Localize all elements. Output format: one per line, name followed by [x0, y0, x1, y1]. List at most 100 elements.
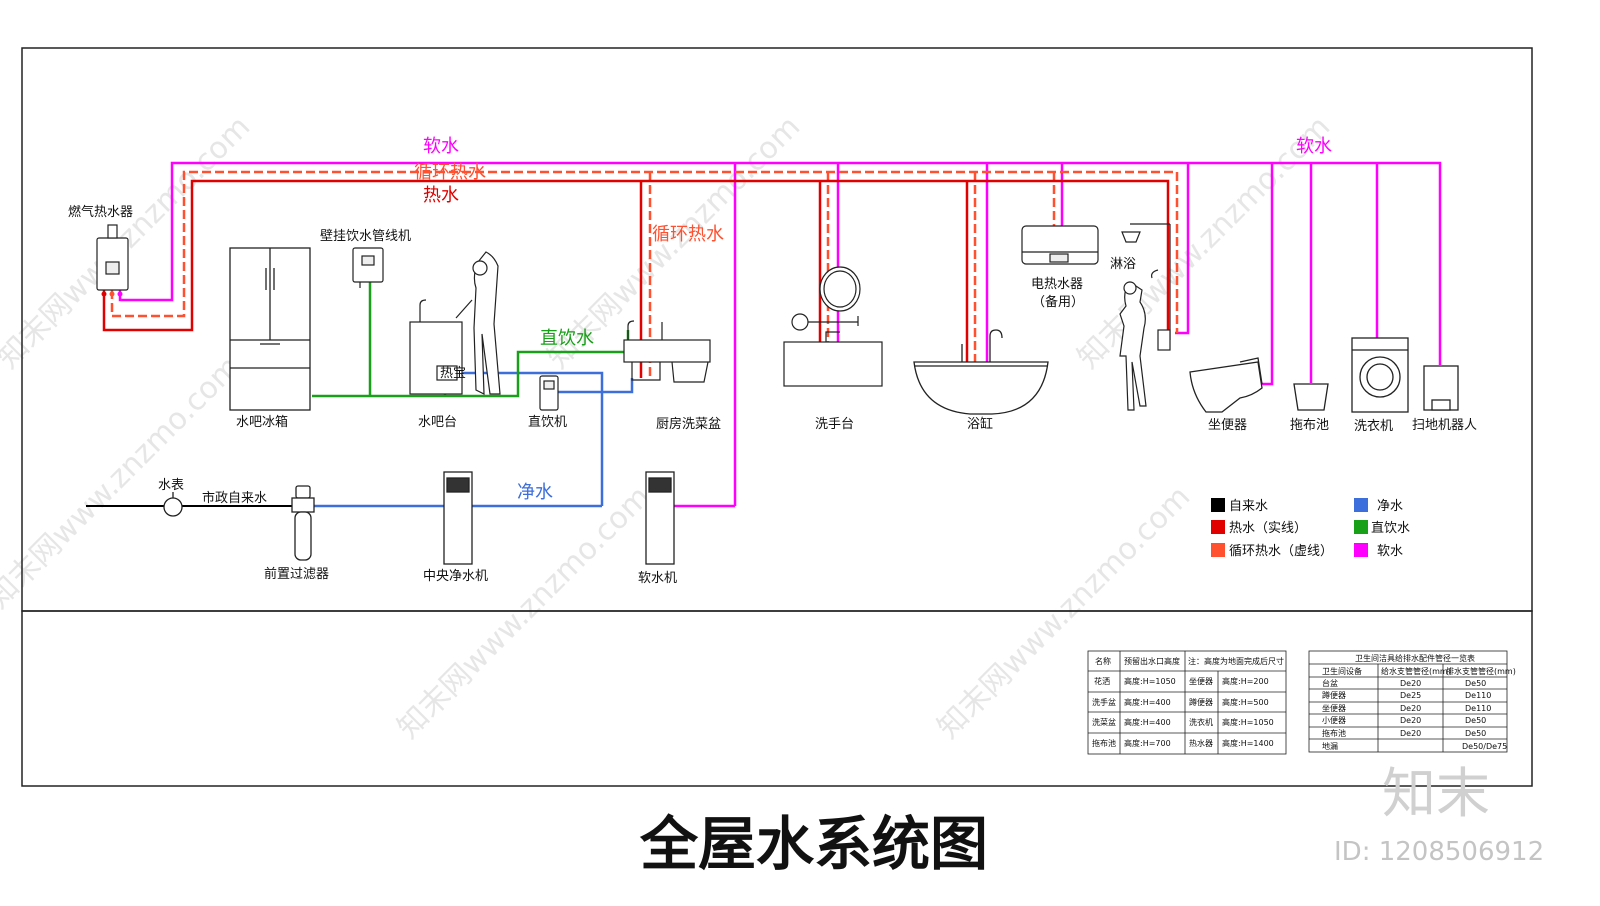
ht-r0c2: 坐便器: [1189, 676, 1213, 686]
legend: 自来水 净水 热水（实线） 直饮水 循环热水（虚线） 软水: [1211, 498, 1410, 559]
pure-to-kitchen: [602, 378, 634, 394]
label-wash-basin: 洗手台: [815, 417, 854, 432]
ht-r3c2: 热水器: [1189, 738, 1213, 748]
gas-heater: [96, 224, 129, 297]
ht-r3c1: 高度:H=700: [1124, 738, 1171, 748]
hot-treasure-label: 热宝: [440, 366, 466, 381]
ht-r2c1: 高度:H=400: [1124, 717, 1171, 727]
legend-swatch-circ: [1211, 543, 1225, 557]
label-wall-dispenser: 壁挂饮水管线机: [320, 229, 411, 244]
label-toilet: 坐便器: [1208, 418, 1247, 433]
ht-r1c1: 高度:H=400: [1124, 697, 1171, 707]
soft-main-loop: [118, 161, 1442, 365]
legend-swatch-direct: [1354, 520, 1368, 534]
pipe-table: [1308, 650, 1508, 753]
ht-r0c3: 高度:H=200: [1222, 676, 1269, 686]
ht-r1c0: 洗手盆: [1092, 697, 1116, 707]
legend-label-tap: 自来水: [1229, 499, 1268, 514]
wall-dispenser-icon: [352, 247, 384, 288]
label-direct: 直饮水: [540, 328, 594, 349]
hot-main-loop: [102, 179, 1170, 333]
label-central-purifier: 中央净水机: [423, 569, 488, 584]
pt-header-2: 排水支管管径(mm): [1446, 666, 1516, 676]
pt-r0c2: De50: [1465, 679, 1486, 688]
bar-counter-icon: [409, 251, 501, 395]
soft-drop-shower: [1175, 163, 1190, 335]
ht-r3c3: 高度:H=1400: [1222, 738, 1274, 748]
pt-header-1: 给水支管管径(mm): [1381, 666, 1451, 676]
label-direct-machine: 直饮机: [528, 415, 567, 430]
fridge-icon: [229, 247, 311, 411]
ht-r2c3: 高度:H=1050: [1222, 717, 1274, 727]
ht-r1c3: 高度:H=500: [1222, 697, 1269, 707]
ht-header-1: 预留出水口高度: [1124, 656, 1180, 666]
prefilter-icon: [291, 485, 315, 561]
pt-r1c0: 蹲便器: [1322, 690, 1346, 700]
washer-icon: [1351, 337, 1409, 413]
pt-r0c0: 台盆: [1322, 678, 1338, 688]
legend-swatch-soft: [1354, 543, 1368, 557]
central-purifier-icon: [443, 471, 473, 565]
label-prefilter: 前置过滤器: [264, 566, 329, 582]
label-meter: 水表: [158, 478, 184, 493]
direct-machine-icon: [539, 375, 559, 411]
legend-label-circ: 循环热水（虚线）: [1229, 544, 1333, 559]
toilet-icon: [1189, 357, 1263, 413]
electric-heater-icon: [1021, 225, 1099, 265]
pt-r2c1: De20: [1400, 704, 1421, 713]
mop-sink-icon: [1293, 383, 1329, 411]
pt-r5c2: De50/De75: [1462, 742, 1507, 751]
hot-water-pipes: [102, 179, 1170, 378]
pt-r1c1: De25: [1400, 691, 1421, 700]
pt-r3c0: 小便器: [1322, 715, 1346, 725]
bathtub-icon: [913, 329, 1049, 415]
label-pure: 净水: [517, 482, 553, 503]
legend-swatch-hot: [1211, 520, 1225, 534]
label-robot: 扫地机器人: [1412, 418, 1477, 433]
pt-r1c2: De110: [1465, 691, 1491, 700]
circ-main-loop: [110, 170, 1179, 333]
label-kitchen-sink: 厨房洗菜盆: [656, 416, 721, 432]
label-soft-left: 软水: [423, 136, 459, 157]
ht-r1c2: 蹲便器: [1189, 697, 1213, 707]
label-municipal: 市政自来水: [202, 490, 267, 506]
wash-basin-icon: [783, 266, 883, 387]
watermark-4: 知末网www.znzmo.com: [0, 349, 247, 615]
label-circ-top: 循环热水: [414, 162, 486, 183]
softener-icon: [645, 471, 675, 565]
water-meter-icon: [163, 492, 183, 517]
pt-r4c0: 拖布池: [1322, 728, 1346, 738]
label-gas-heater: 燃气热水器: [68, 204, 133, 220]
pt-r2c2: De110: [1465, 704, 1491, 713]
pt-r4c1: De20: [1400, 729, 1421, 738]
shower-icon: [1119, 223, 1171, 411]
legend-label-soft: 软水: [1377, 544, 1403, 559]
soft-drop-toilet: [1262, 163, 1274, 386]
ht-r2c0: 洗菜盆: [1092, 717, 1116, 727]
label-softener: 软水机: [638, 571, 677, 586]
ht-r3c0: 拖布池: [1092, 738, 1116, 748]
label-electric-heater: 电热水器: [1031, 277, 1083, 292]
label-bar-counter: 水吧台: [418, 415, 457, 430]
pipe-table-text: 卫生间洁具给排水配件管径一览表 卫生间设备 给水支管管径(mm) 排水支管管径(…: [1322, 653, 1516, 751]
ht-r0c1: 高度:H=1050: [1124, 676, 1176, 686]
label-bathtub: 浴缸: [967, 416, 993, 432]
height-table: [1087, 650, 1287, 755]
legend-label-hot: 热水（实线）: [1229, 521, 1307, 536]
pt-r3c1: De20: [1400, 716, 1421, 725]
label-hot-top: 热水: [423, 185, 459, 206]
legend-swatch-pure: [1354, 498, 1368, 512]
pt-r4c2: De50: [1465, 729, 1486, 738]
label-electric-heater-note: （备用）: [1032, 294, 1084, 310]
pt-header-0: 卫生间设备: [1322, 666, 1362, 676]
pt-r2c0: 坐便器: [1322, 703, 1346, 713]
brand-id: ID: 1208506912: [1334, 837, 1544, 867]
page-title: 全屋水系统图: [639, 810, 988, 878]
label-soft-right: 软水: [1296, 136, 1332, 157]
label-shower: 淋浴: [1110, 257, 1136, 272]
ht-r0c0: 花洒: [1094, 676, 1110, 686]
label-fridge: 水吧冰箱: [236, 414, 288, 430]
height-table-text: 名称 预留出水口高度 注：高度为地面完成后尺寸 花洒 高度:H=1050 坐便器…: [1092, 656, 1284, 748]
label-washer: 洗衣机: [1354, 418, 1393, 434]
label-mop-sink: 拖布池: [1290, 418, 1329, 433]
